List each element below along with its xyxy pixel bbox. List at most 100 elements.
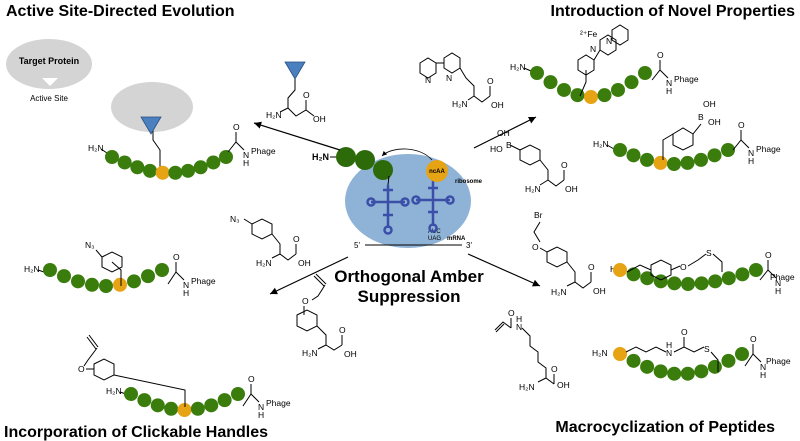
peptide-chain <box>43 263 169 293</box>
acryl-o-acid: O <box>551 364 558 374</box>
azido-peptide: H₂N N₃ O N H Phage <box>24 240 216 298</box>
thioether-s: S <box>706 248 712 258</box>
arrow-to-active-site <box>253 121 341 151</box>
triangle-modification <box>140 116 162 135</box>
phenyl-ring <box>296 309 318 332</box>
amino-acid-bead <box>721 143 735 157</box>
cyclic-n-amide: N <box>760 362 766 372</box>
center-title-line1: Orthogonal Amber <box>334 267 484 286</box>
biaryl-bond <box>593 49 601 61</box>
triangle-icon <box>284 61 306 80</box>
side-chain <box>111 261 122 286</box>
side-chain <box>662 133 674 160</box>
cys-side-chain <box>712 253 723 272</box>
amino-acid-bead <box>204 398 219 413</box>
amine-bond <box>271 253 281 259</box>
cyclic-o: O <box>681 327 688 337</box>
amino-acid-bead <box>721 271 736 286</box>
title-macrocyclization-of-peptides: Macrocyclization of Peptides <box>555 419 775 436</box>
acrylamide-lysine: O N H H₂N O OH <box>494 308 570 392</box>
propargyl-peptide-h: H <box>258 410 264 420</box>
boronic-o: O <box>561 160 568 170</box>
propargyl-peptide-o-carbonyl: O <box>248 374 255 384</box>
aa-backbone <box>287 79 315 117</box>
propargyl-o-carbonyl: O <box>339 325 346 335</box>
cyclic-s: S <box>704 344 710 354</box>
title-introduction-of-novel-properties: Introduction of Novel Properties <box>551 3 796 20</box>
pyridine-ring-2 <box>443 52 461 74</box>
aa-h2n: H₂N <box>266 110 282 120</box>
propargyl-peptide-h2n: H₂N <box>106 386 122 396</box>
amino-acid-bead <box>735 347 749 361</box>
side-chain <box>579 70 587 97</box>
cyclic-n: N <box>666 348 672 358</box>
boronic-peptide-h2n: H₂N <box>593 139 609 149</box>
amino-acid-bead <box>613 143 627 157</box>
ncaa-bead <box>155 165 170 180</box>
ncaa-bead <box>613 263 627 277</box>
amino-acid-bead <box>137 393 152 408</box>
amino-acid-bead <box>117 155 132 170</box>
amino-acid-bead <box>190 401 205 416</box>
amino-acid-bead <box>193 160 208 175</box>
h2n-label: H₂N <box>88 143 104 153</box>
ncaa-bead <box>426 160 448 182</box>
n-bond <box>606 144 615 150</box>
amino-acid-bead <box>653 364 668 379</box>
amine-bond <box>279 107 289 113</box>
boronic-peptide-h: H <box>748 156 754 166</box>
bromoethyl-amino-acid: Br O H₂N O OH <box>532 210 606 297</box>
amino-acid-bead <box>626 148 641 163</box>
propargyl-peptide: O H₂N O N H Phage <box>78 334 291 420</box>
linker <box>687 253 707 267</box>
aryl-boron-bond <box>692 123 702 135</box>
bpy-oh: OH <box>491 100 504 110</box>
propargyl-peptide-o: O <box>78 364 85 374</box>
c-terminus-bond <box>732 139 750 151</box>
azido-peptide-h2n: H₂N <box>24 264 40 274</box>
arrow-to-clickable-handles <box>269 256 349 295</box>
ncaa-label: ncAA <box>429 169 445 175</box>
propargyl-peptide-n: N <box>258 402 264 412</box>
amino-acid-bead <box>667 276 682 291</box>
cyclic-h-amide: H <box>760 370 766 380</box>
pyridine-n-2: N <box>446 73 452 83</box>
triangle-amino-acid: H₂N O OH <box>266 61 326 124</box>
amine-bond <box>539 179 549 186</box>
phenyl-ring <box>101 251 123 273</box>
boronic-peptide-o: O <box>738 120 745 130</box>
boronic-peptide-b: B <box>698 112 704 122</box>
phage-label: Phage <box>251 146 276 156</box>
trna-left <box>366 185 410 235</box>
amino-acid-bead <box>707 359 722 374</box>
amino-acid-bead <box>694 152 708 167</box>
amino-acid-bead <box>640 152 654 167</box>
amide-h: H <box>243 158 249 168</box>
alkyne-bond-2 <box>88 334 99 348</box>
amine-bond <box>566 281 576 287</box>
metal-peptide-n2: N <box>606 36 612 46</box>
amino-acid-bead <box>181 163 195 178</box>
active-site-peptide: H₂N O N H Phage <box>88 82 276 180</box>
aa-o: O <box>303 90 310 100</box>
thioether-phage: Phage <box>770 272 795 282</box>
amino-acid-bead <box>721 353 736 368</box>
amino-acid-bead <box>99 279 113 293</box>
aa-oh: OH <box>313 114 326 124</box>
n-bond <box>100 148 108 154</box>
amino-acid-bead <box>626 353 641 368</box>
boronic-peptide-phage: Phage <box>756 144 781 154</box>
amino-acid-bead <box>624 75 639 90</box>
amine-bond <box>467 95 475 101</box>
target-protein-shape <box>6 39 92 89</box>
azido-amino-acid: N₃ H₂N O OH <box>230 214 311 268</box>
propargyl-amino-acid: O H₂N O OH <box>296 273 357 359</box>
bromo-br: Br <box>534 210 543 220</box>
amide-cyclized-peptide: H₂N N H O S O N H Phage <box>592 327 791 381</box>
acryl-h2n: H₂N <box>519 382 535 392</box>
ncaa-bead <box>653 155 668 170</box>
boronic-acid-oh: OH <box>565 184 578 194</box>
azido-oh: OH <box>298 258 311 268</box>
amino-acid-bead <box>626 267 641 282</box>
transfer-arrow <box>381 148 433 161</box>
